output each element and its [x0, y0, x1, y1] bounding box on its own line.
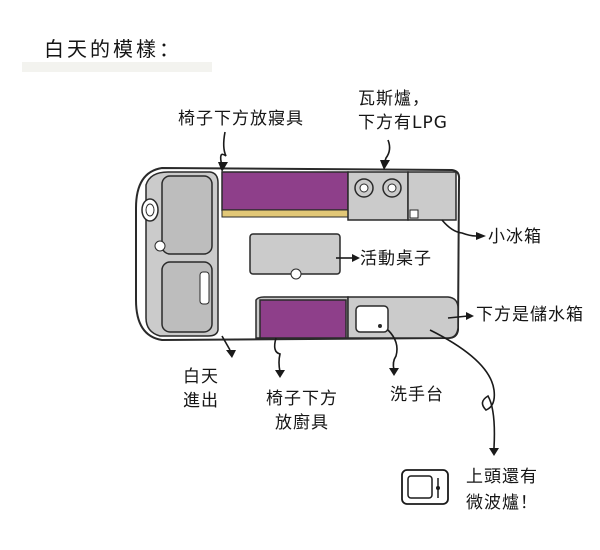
sink-basin	[355, 305, 389, 333]
bottom-seat-purple	[259, 299, 347, 339]
label-stove-line2: 下方有LPG	[358, 113, 448, 133]
top-seat-purple	[221, 171, 349, 211]
label-seat-storage-bottom-line1: 椅子下方	[266, 389, 338, 409]
steering-wheel	[141, 198, 159, 222]
seat-handle	[199, 271, 210, 305]
gear-knob	[154, 240, 166, 252]
label-water-storage: 下方是儲水箱	[476, 305, 584, 325]
label-seat-storage-bottom-line2: 放廚具	[275, 413, 329, 433]
yellow-strip	[221, 209, 349, 218]
burner-right	[382, 178, 402, 198]
label-door-line1: 白天	[183, 367, 219, 387]
label-stove-line1: 瓦斯爐，	[358, 89, 430, 109]
movable-table	[249, 233, 341, 275]
stove-counter	[347, 171, 409, 221]
table-leg	[290, 268, 302, 280]
label-sink: 洗手台	[390, 385, 444, 405]
arrow-heads	[218, 160, 499, 456]
label-microwave-line2: 微波爐！	[466, 493, 538, 513]
label-fridge: 小冰箱	[488, 227, 542, 247]
label-microwave-line1: 上頭還有	[466, 467, 538, 487]
driver-seat	[161, 175, 213, 255]
burner-left	[354, 178, 374, 198]
annotation-arrows	[219, 131, 496, 449]
label-door-line2: 進出	[183, 391, 219, 411]
microwave-icon	[401, 469, 449, 505]
diagram-title: 白天的模樣：	[44, 37, 182, 61]
label-table: 活動桌子	[360, 249, 432, 269]
title-smudge	[22, 62, 212, 72]
label-seat-storage-top: 椅子下方放寢具	[178, 109, 304, 129]
